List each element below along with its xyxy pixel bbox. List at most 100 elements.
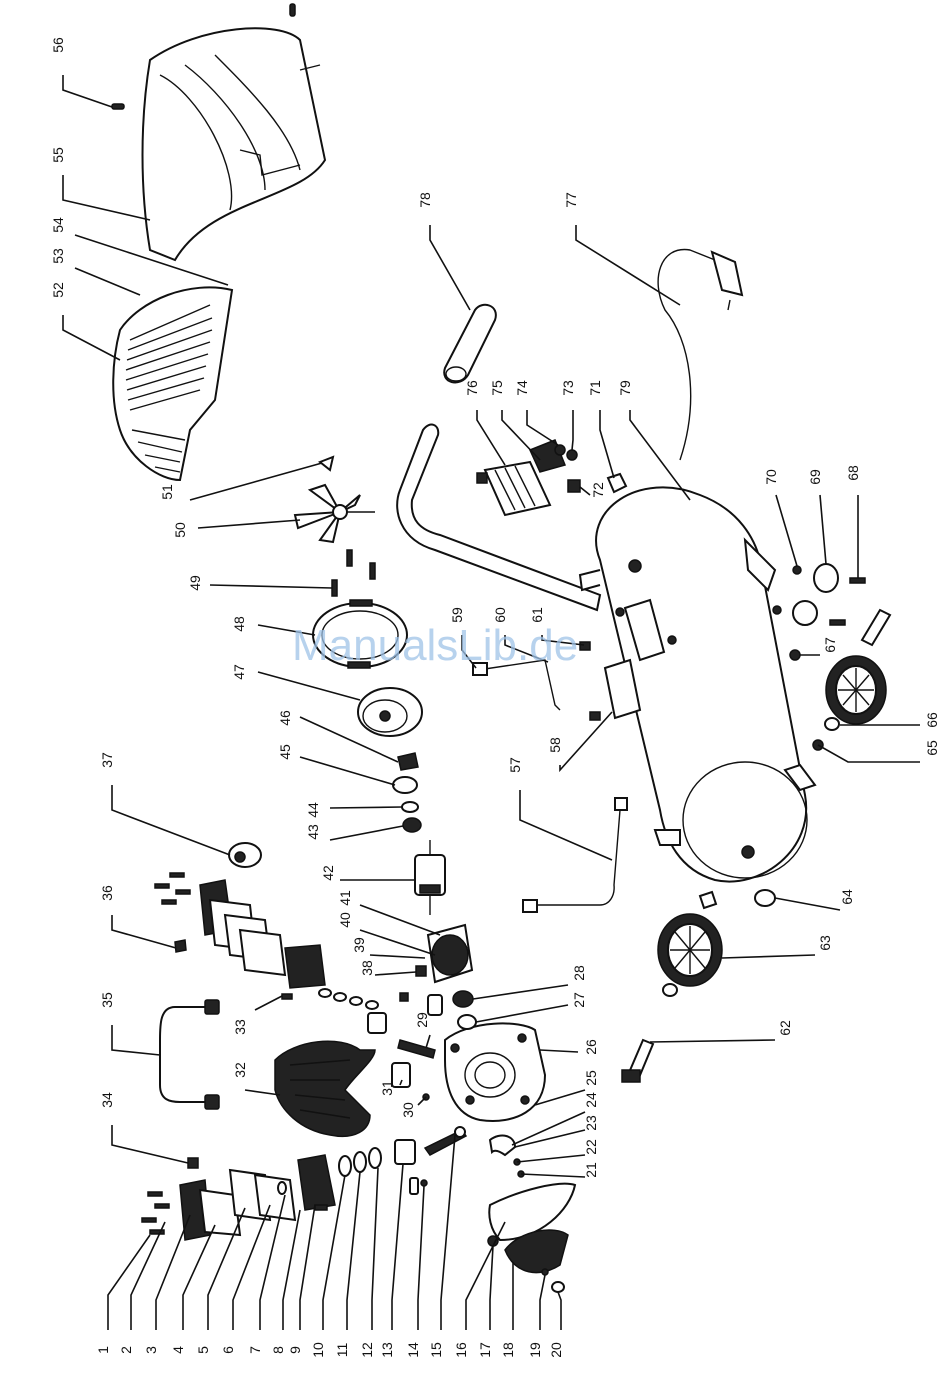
- leader-line-11: [347, 1172, 360, 1330]
- end-cap: [358, 688, 422, 736]
- pressure-switch: [477, 440, 580, 515]
- callout-label-26: 26: [583, 1039, 599, 1055]
- leader-line-73: [572, 410, 573, 450]
- callout-label-70: 70: [763, 469, 779, 485]
- callout-label-74: 74: [514, 380, 530, 396]
- leader-line-36: [112, 915, 176, 948]
- callout-label-17: 17: [477, 1342, 493, 1358]
- leader-line-56: [63, 75, 112, 107]
- leader-line-19: [540, 1275, 545, 1330]
- callout-label-27: 27: [571, 992, 587, 1008]
- callout-label-5: 5: [195, 1346, 211, 1354]
- callout-label-21: 21: [583, 1162, 599, 1178]
- nut-71: [608, 474, 626, 492]
- callout-label-39: 39: [351, 937, 367, 953]
- leader-line-13: [392, 1164, 403, 1330]
- grip-78: [444, 305, 496, 383]
- leader-line-24: [512, 1112, 585, 1145]
- leader-line-55: [63, 175, 150, 220]
- callout-label-7: 7: [247, 1346, 263, 1354]
- callout-label-18: 18: [500, 1342, 516, 1358]
- leader-line-77: [576, 225, 680, 305]
- callout-label-64: 64: [839, 889, 855, 905]
- callout-label-43: 43: [305, 824, 321, 840]
- grille-guard: [113, 287, 232, 480]
- callout-label-67: 67: [822, 637, 838, 653]
- leader-line-76: [477, 410, 505, 465]
- leader-line-9: [300, 1205, 315, 1330]
- callout-label-20: 20: [548, 1342, 564, 1358]
- callout-label-8: 8: [270, 1346, 286, 1354]
- rotor: [415, 840, 445, 915]
- leader-line-65: [818, 745, 920, 762]
- leader-line-72: [580, 487, 590, 495]
- callout-label-58: 58: [547, 737, 563, 753]
- callout-label-65: 65: [924, 740, 940, 756]
- callout-label-23: 23: [583, 1115, 599, 1131]
- leader-line-74: [527, 410, 558, 445]
- bearing-holder: [398, 753, 418, 770]
- top-screw: [290, 4, 295, 16]
- cover-screw: [112, 104, 124, 109]
- leader-line-14: [418, 1186, 424, 1330]
- cylinder-head-upper: [155, 873, 285, 975]
- leader-line-4: [183, 1225, 215, 1330]
- crankcase: [445, 1023, 545, 1121]
- callout-label-24: 24: [583, 1092, 599, 1108]
- callout-label-37: 37: [99, 752, 115, 768]
- leader-line-53: [75, 268, 140, 295]
- callout-label-76: 76: [464, 380, 480, 396]
- leader-line-47: [258, 672, 360, 700]
- callout-label-68: 68: [845, 465, 861, 481]
- callout-label-42: 42: [320, 865, 336, 881]
- callout-label-66: 66: [924, 712, 940, 728]
- watermark: ManualsLib.de: [292, 621, 578, 670]
- capacitor-clip: [400, 966, 426, 1001]
- callout-label-11: 11: [334, 1343, 350, 1358]
- callout-label-22: 22: [583, 1139, 599, 1155]
- washer-66: [825, 718, 839, 730]
- callout-label-16: 16: [453, 1342, 469, 1358]
- callout-label-33: 33: [232, 1019, 248, 1035]
- wheel-bottom: [658, 892, 722, 996]
- leader-line-69: [820, 495, 826, 564]
- leader-line-63: [722, 955, 815, 958]
- callout-label-53: 53: [50, 248, 66, 264]
- piston-ring-set-lower: [339, 1140, 427, 1194]
- callout-label-32: 32: [232, 1062, 248, 1078]
- leader-line-64: [775, 898, 840, 910]
- leader-line-28: [473, 985, 568, 999]
- callout-label-75: 75: [489, 380, 505, 396]
- wheel-top: [826, 656, 886, 724]
- callout-label-41: 41: [337, 890, 353, 906]
- leader-line-52: [63, 315, 120, 360]
- leader-line-58: [560, 712, 612, 770]
- callout-label-50: 50: [172, 522, 188, 538]
- leader-line-41: [360, 905, 440, 935]
- cylinder-head-lower: [142, 1155, 335, 1240]
- callout-label-28: 28: [571, 965, 587, 981]
- callout-label-12: 12: [359, 1342, 375, 1358]
- callout-label-31: 31: [379, 1080, 395, 1096]
- callout-label-63: 63: [817, 935, 833, 951]
- crankcase-cover: [275, 1041, 375, 1136]
- callout-label-56: 56: [50, 37, 66, 53]
- brush-plate: [393, 777, 417, 793]
- callout-label-19: 19: [527, 1342, 543, 1358]
- callout-label-1: 1: [95, 1346, 111, 1354]
- callout-label-47: 47: [231, 664, 247, 680]
- callout-label-48: 48: [231, 616, 247, 632]
- callout-label-51: 51: [159, 484, 175, 500]
- leader-line-22: [517, 1155, 585, 1162]
- fan-shroud: [143, 28, 326, 260]
- washer-44: [402, 802, 418, 812]
- callout-label-49: 49: [187, 575, 203, 591]
- leader-line-49: [210, 585, 332, 588]
- callout-label-35: 35: [99, 992, 115, 1008]
- leader-line-43: [330, 826, 403, 840]
- seal-27: [458, 1015, 476, 1029]
- callout-label-25: 25: [583, 1070, 599, 1086]
- leader-line-62: [650, 1040, 775, 1042]
